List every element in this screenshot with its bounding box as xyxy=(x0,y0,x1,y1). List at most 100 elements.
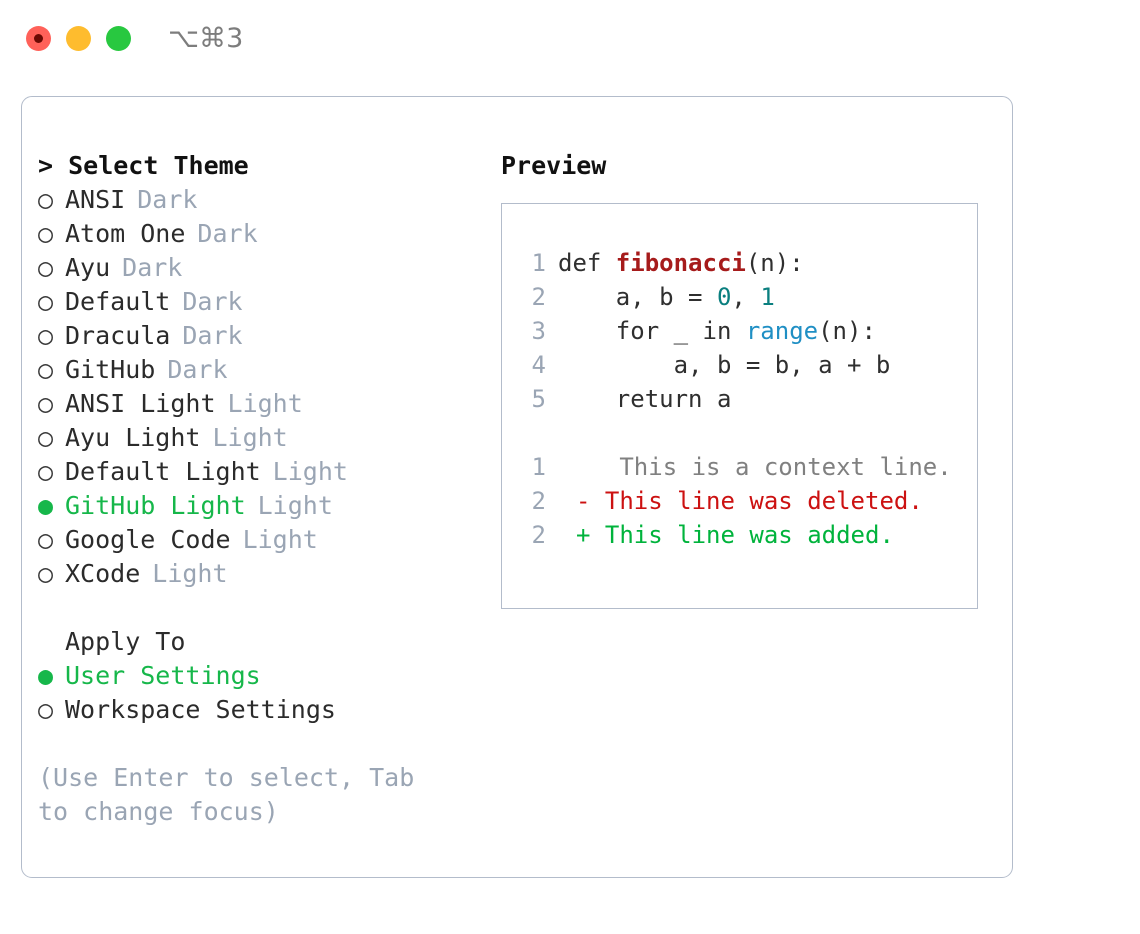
theme-list-header-label: > Select Theme xyxy=(38,151,249,180)
apply-to-option-label: User Settings xyxy=(65,661,261,690)
theme-option-label: ANSI Light xyxy=(65,389,216,418)
radio-unselected-icon[interactable]: ○ xyxy=(38,457,54,486)
window-controls[interactable] xyxy=(26,26,131,51)
apply-to-option-list[interactable]: ● User Settings ○ Workspace Settings xyxy=(38,659,488,727)
diff-marker: + xyxy=(576,521,591,549)
minimize-button-icon[interactable] xyxy=(66,26,91,51)
theme-option-ayu-light[interactable]: ○ Ayu Light Light xyxy=(38,421,488,455)
diff-marker: - xyxy=(576,487,591,515)
code-token-num: 0 xyxy=(716,283,732,311)
diff-line-text: This is a context line. xyxy=(590,453,952,481)
theme-option-label: Ayu xyxy=(65,253,111,282)
theme-option-mode-badge: Dark xyxy=(137,185,198,214)
diff-lines: 1 This is a context line.2- This line wa… xyxy=(520,450,952,552)
theme-option-mode-badge: Light xyxy=(257,491,333,520)
code-token-plain: return a xyxy=(558,385,732,413)
apply-to-option-label: Workspace Settings xyxy=(65,695,336,724)
theme-option-ayu[interactable]: ○ Ayu Dark xyxy=(38,251,488,285)
code-token-plain: def xyxy=(558,249,616,277)
diff-line-text: This line was deleted. xyxy=(590,487,923,515)
diff-marker xyxy=(576,450,590,484)
radio-unselected-icon[interactable]: ○ xyxy=(38,423,54,452)
window-titlebar: ⌥⌘3 xyxy=(0,0,1140,80)
theme-option-label: ANSI xyxy=(65,185,126,214)
radio-selected-icon[interactable]: ● xyxy=(38,661,54,690)
code-line-number: 3 xyxy=(531,317,546,345)
theme-option-mode-badge: Dark xyxy=(122,253,183,282)
theme-option-mode-badge: Light xyxy=(272,457,348,486)
keyboard-hint-text: (Use Enter to select, Tab to change focu… xyxy=(38,763,415,826)
theme-option-label: Dracula xyxy=(65,321,171,350)
theme-list-header: > Select Theme xyxy=(38,149,488,183)
code-line-number: 1 xyxy=(531,249,546,277)
close-button-icon[interactable] xyxy=(26,26,51,51)
radio-selected-icon[interactable]: ● xyxy=(38,491,54,520)
theme-option-label: Google Code xyxy=(65,525,231,554)
radio-unselected-icon[interactable]: ○ xyxy=(38,253,54,282)
theme-option-github-light[interactable]: ● GitHub Light Light xyxy=(38,489,488,523)
theme-option-label: Default Light xyxy=(65,457,261,486)
code-token-plain: for _ in xyxy=(558,317,746,345)
radio-unselected-icon[interactable]: ○ xyxy=(38,219,54,248)
code-line: 2 a, b = 0, 1 xyxy=(520,280,952,314)
radio-unselected-icon[interactable]: ○ xyxy=(38,287,54,316)
code-token-call: range xyxy=(745,317,819,345)
theme-option-mode-badge: Light xyxy=(227,389,303,418)
radio-unselected-icon[interactable]: ○ xyxy=(38,525,54,554)
apply-to-header: Apply To xyxy=(38,625,488,659)
code-line-number: 2 xyxy=(531,283,546,311)
code-line: 4 a, b = b, a + b xyxy=(520,348,952,382)
apply-to-option-workspace-settings[interactable]: ○ Workspace Settings xyxy=(38,693,488,727)
radio-unselected-icon[interactable]: ○ xyxy=(38,559,54,588)
diff-line-del: 2- This line was deleted. xyxy=(520,484,952,518)
theme-option-ansi-light[interactable]: ○ ANSI Light Light xyxy=(38,387,488,421)
code-token-plain: , xyxy=(731,283,761,311)
theme-option-mode-badge: Light xyxy=(152,559,228,588)
diff-line-number: 1 xyxy=(531,453,546,481)
theme-option-mode-badge: Dark xyxy=(182,321,243,350)
theme-option-mode-badge: Light xyxy=(242,525,318,554)
theme-option-mode-badge: Light xyxy=(212,423,288,452)
code-token-fn: fibonacci xyxy=(615,249,746,277)
theme-option-xcode[interactable]: ○ XCode Light xyxy=(38,557,488,591)
code-token-plain: (n): xyxy=(745,249,804,277)
theme-option-mode-badge: Dark xyxy=(197,219,258,248)
code-line-number: 4 xyxy=(531,351,546,379)
theme-option-mode-badge: Dark xyxy=(167,355,228,384)
code-token-plain: (n): xyxy=(818,317,876,345)
apply-to-option-user-settings[interactable]: ● User Settings xyxy=(38,659,488,693)
radio-unselected-icon[interactable]: ○ xyxy=(38,695,54,724)
theme-option-github[interactable]: ○ GitHub Dark xyxy=(38,353,488,387)
theme-option-label: XCode xyxy=(65,559,141,588)
maximize-button-icon[interactable] xyxy=(106,26,131,51)
code-line: 1 def fibonacci(n): xyxy=(520,246,952,280)
theme-option-google-code[interactable]: ○ Google Code Light xyxy=(38,523,488,557)
theme-option-label: Atom One xyxy=(65,219,186,248)
theme-option-atom-one[interactable]: ○ Atom One Dark xyxy=(38,217,488,251)
theme-option-label: GitHub xyxy=(65,355,156,384)
radio-unselected-icon[interactable]: ○ xyxy=(38,321,54,350)
preview-title: Preview xyxy=(501,151,607,180)
theme-option-dracula[interactable]: ○ Dracula Dark xyxy=(38,319,488,353)
keyboard-shortcut-label: ⌥⌘3 xyxy=(168,23,244,54)
theme-option-default-light[interactable]: ○ Default Light Light xyxy=(38,455,488,489)
theme-option-label: Ayu Light xyxy=(65,423,201,452)
radio-unselected-icon[interactable]: ○ xyxy=(38,389,54,418)
code-token-plain: a, b = xyxy=(558,283,717,311)
radio-unselected-icon[interactable]: ○ xyxy=(38,355,54,384)
code-line: 3 for _ in range(n): xyxy=(520,314,952,348)
code-line: 5 return a xyxy=(520,382,952,416)
theme-option-label: GitHub Light xyxy=(65,491,246,520)
radio-unselected-icon[interactable]: ○ xyxy=(38,185,54,214)
code-token-num: 1 xyxy=(760,283,775,311)
theme-option-ansi[interactable]: ○ ANSI Dark xyxy=(38,183,488,217)
diff-line-ctx: 1 This is a context line. xyxy=(520,450,952,484)
